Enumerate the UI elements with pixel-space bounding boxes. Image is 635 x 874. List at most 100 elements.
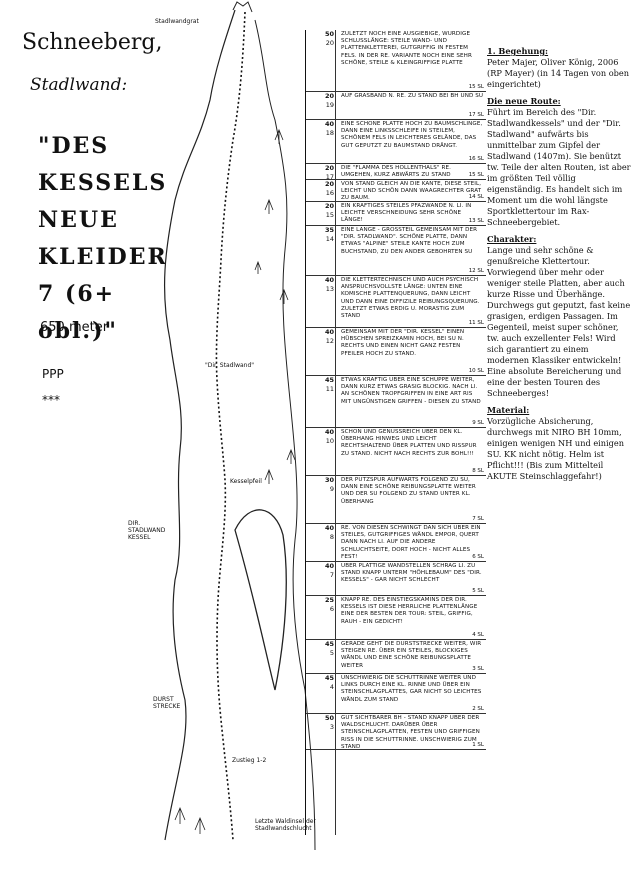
note-body: Peter Majer, Oliver König, 2006 (RP Maye…	[487, 57, 630, 89]
pitch-sl: 15 SL	[468, 172, 484, 178]
pitch-number: 7	[329, 571, 334, 579]
pitch-number: 18	[325, 129, 334, 137]
pitch-number: 12	[325, 337, 334, 345]
pitch-sl: 5 SL	[472, 588, 484, 594]
pitch-number: 15	[325, 211, 334, 219]
pitch-description: GERADE GEHT DIE DURSTSTRECKE WEITER, WIR…	[341, 641, 482, 669]
durst-label: DURST STRECKE	[153, 696, 181, 710]
pitch-description: EIN KRÄFTIGES STEILES PFAZWANDE N. LI. I…	[341, 203, 472, 224]
base-label: Letzte Waldinsel der Stadlwandschlucht	[255, 818, 316, 832]
pitch-length: 40	[324, 120, 334, 128]
pitch-sl: 8 SL	[472, 468, 484, 474]
pitch-sl: 9 SL	[472, 420, 484, 426]
pitch-description: ÜBER PLATTIGE WANDSTELLEN SCHRÄG LI. ZU …	[341, 563, 482, 584]
pitch-sl: 10 SL	[468, 368, 484, 374]
pitch-length: 40	[324, 428, 334, 436]
pitch-number: 6	[329, 605, 334, 613]
pitch-length: 50	[324, 30, 334, 38]
route-length: 650 meter	[40, 320, 109, 335]
pitch-number: 16	[325, 189, 334, 197]
note-heading: Material:	[487, 405, 530, 415]
pitch-description: RE. VON DIESEN SCHWINGT DAN SICH ÜBER EI…	[341, 525, 481, 560]
pitch-sl: 6 SL	[472, 554, 484, 560]
pitch-number: 20	[325, 39, 334, 47]
note-heading: 1. Begehung:	[487, 46, 549, 56]
pitch-description: EINE SCHÖNE PLATTE HOCH ZU BAUMSCHLINGE,…	[341, 121, 483, 149]
summit-label: Stadlwandgrat	[155, 18, 199, 25]
pitch-number: 3	[329, 723, 334, 731]
pitch-description: VON STAND GLEICH AN DIE KANTE, DIESE STE…	[341, 181, 482, 202]
pitch-length: 45	[324, 376, 334, 384]
note-body: Vorzügliche Absicherung, durchwegs mit N…	[487, 416, 625, 481]
route-rating: ***	[42, 393, 60, 407]
note-body: Lange und sehr schöne & genußreiche Klet…	[487, 245, 631, 398]
pitch-length: 45	[324, 674, 334, 682]
route-protection: PPP	[42, 367, 64, 381]
pitch-number: 19	[325, 101, 334, 109]
pitch-sl: 15 SL	[468, 84, 484, 90]
pitch-number: 13	[325, 285, 334, 293]
pitch-number: 9	[329, 485, 334, 493]
pitch-length: 50	[324, 714, 334, 722]
note-heading: Charakter:	[487, 234, 537, 244]
pitch-description: KNAPP RE. DES EINSTIEGSKAMINS DER DIR. K…	[341, 597, 478, 625]
pitch-sl: 7 SL	[472, 516, 484, 522]
pitch-description: DER PUTZSPUR AUFWÄRTS FOLGEND ZU SU, DAN…	[341, 477, 476, 505]
pitch-sl: 1 SL	[472, 742, 484, 748]
wall-title: Stadlwand:	[30, 75, 128, 95]
pitch-number: 10	[325, 437, 334, 445]
pitch-length: 20	[324, 92, 334, 100]
pitch-description: SCHÖN UND GENUSSREICH ÜBER DEN KL. ÜBERH…	[341, 429, 477, 457]
pitch-description: DIE "FLAMMA DES HÖLLENTHALS" RE. UMGEHEN…	[341, 165, 451, 179]
pitch-length: 30	[324, 476, 334, 484]
pitch-description: ZULETZT NOCH EINE AUSGIEBIGE, WÜRDIGE SC…	[341, 31, 472, 66]
pitch-description: EINE LÄNGE - GROSSTEIL GEMEINSAM MIT DER…	[341, 227, 478, 255]
pitch-sl: 13 SL	[468, 218, 484, 224]
pitch-sl: 2 SL	[472, 706, 484, 712]
pitch-description: GEMEINSAM MIT DER "DIR. KESSEL" EINEN HÜ…	[341, 329, 465, 357]
pitch-length: 25	[324, 596, 334, 604]
pitch-number: 5	[329, 649, 334, 657]
pitch-sl: 4 SL	[472, 632, 484, 638]
pitch-description: UNSCHWIERIG DIE SCHUTTRINNE WEITER UND L…	[341, 675, 482, 703]
pitch-sl: 11 SL	[468, 320, 484, 326]
zustieg-label: Zustieg 1-2	[232, 757, 267, 764]
pitch-length: 45	[324, 640, 334, 648]
pitch-sl: 17 SL	[468, 112, 484, 118]
pitch-sl: 3 SL	[472, 666, 484, 672]
pitch-length: 20	[324, 202, 334, 210]
dir-stadlwand-kessel-label: DIR. STADLWAND KESSEL	[128, 520, 166, 541]
note-body: Führt im Bereich des "Dir. Stadlwandkess…	[487, 107, 631, 227]
route-name: "DES KESSELS NEUE KLEIDER 7 (6+ obl.)"	[38, 133, 168, 344]
